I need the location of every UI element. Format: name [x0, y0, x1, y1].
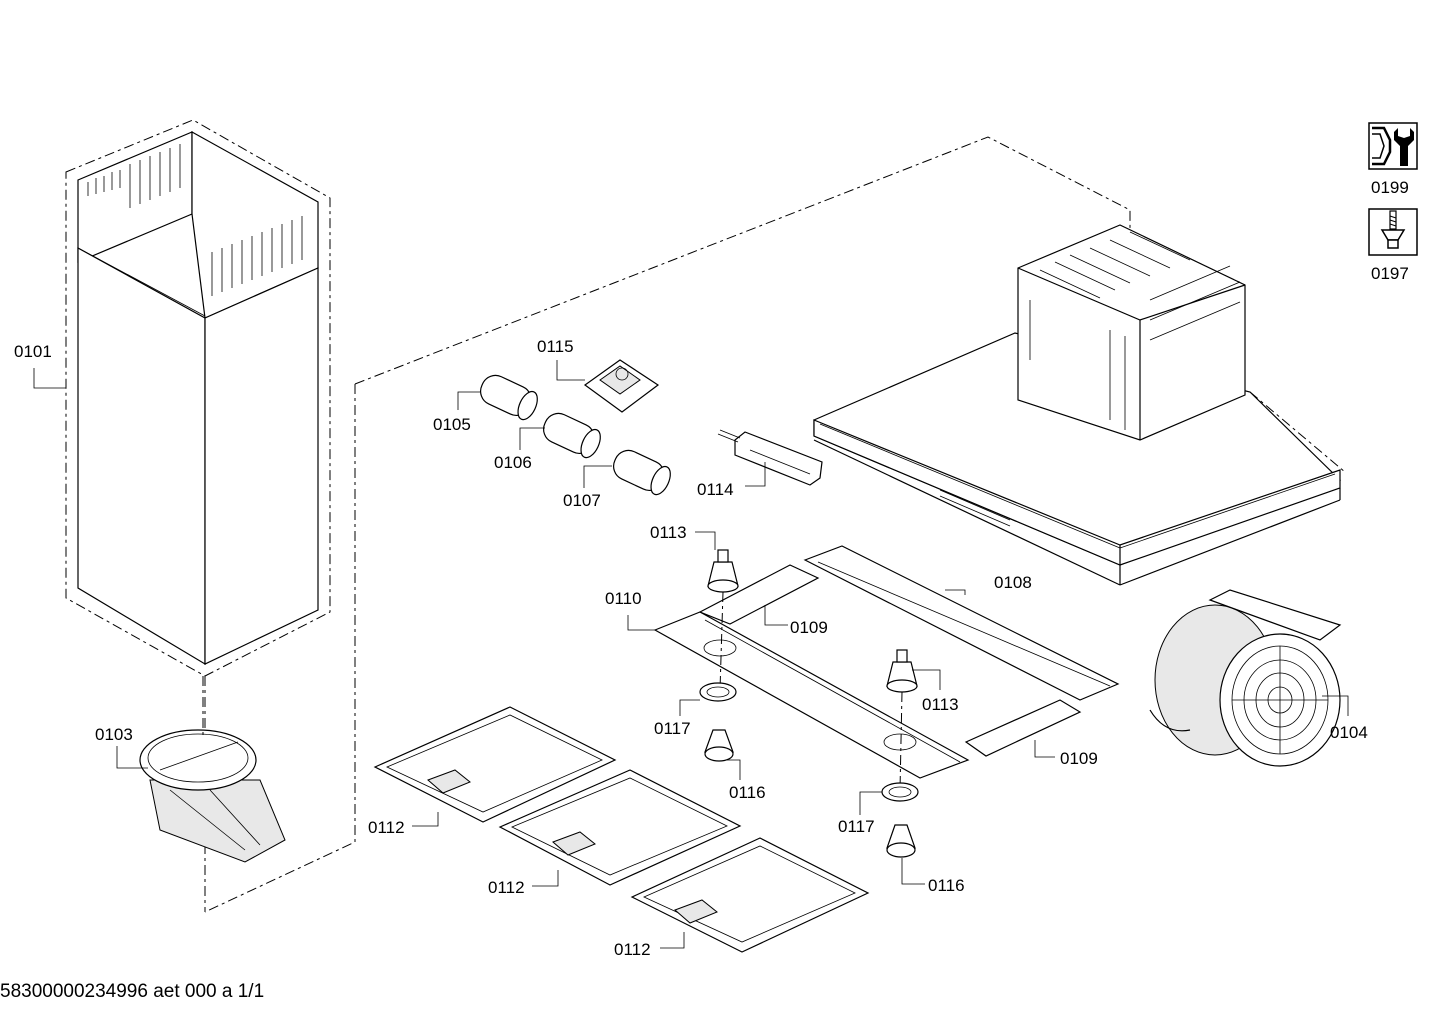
- drawing-code: 58300000234996 aet 000 a 1/1: [0, 981, 265, 1002]
- label-0106[interactable]: 0106: [494, 453, 532, 472]
- capacitor-drawings: [457, 374, 671, 496]
- label-0113-left[interactable]: 0113: [650, 523, 687, 542]
- switch-module-drawing: [717, 429, 823, 487]
- label-0117-right[interactable]: 0117: [838, 817, 875, 836]
- legend-installation-kit[interactable]: [1368, 208, 1418, 256]
- label-0113-right[interactable]: 0113: [922, 695, 959, 714]
- label-0112-first[interactable]: 0112: [368, 818, 405, 837]
- label-0104[interactable]: 0104: [1330, 723, 1368, 742]
- fan-motor-drawing: [1149, 589, 1349, 767]
- hood-group-outline: [354, 136, 1131, 385]
- label-0109-lower[interactable]: 0109: [1060, 749, 1098, 768]
- chimney-cover-drawing: [33, 119, 331, 677]
- screw-anchor-icon: [1368, 208, 1418, 256]
- label-0112-third[interactable]: 0112: [614, 940, 651, 959]
- label-0117-left[interactable]: 0117: [654, 719, 691, 738]
- label-0116-right[interactable]: 0116: [928, 876, 965, 895]
- label-0103[interactable]: 0103: [95, 725, 133, 744]
- wrench-icon: [1368, 122, 1418, 170]
- label-0101[interactable]: 0101: [14, 342, 52, 361]
- label-0115[interactable]: 0115: [537, 337, 574, 356]
- adapter-drawing: [116, 729, 286, 863]
- control-board-drawing: [556, 359, 660, 413]
- label-0112-second[interactable]: 0112: [488, 878, 525, 897]
- hood-canopy-drawing: [813, 224, 1342, 586]
- label-0105[interactable]: 0105: [433, 415, 471, 434]
- label-0110[interactable]: 0110: [605, 589, 642, 608]
- label-0114[interactable]: 0114: [697, 480, 734, 499]
- label-0109-upper[interactable]: 0109: [790, 618, 828, 637]
- label-0116-left[interactable]: 0116: [729, 783, 766, 802]
- grease-filter-drawings: [373, 706, 870, 953]
- label-0107[interactable]: 0107: [563, 491, 601, 510]
- label-0108[interactable]: 0108: [994, 573, 1032, 592]
- lamp-ring-and-bulb-drawings: [679, 682, 925, 885]
- legend-label-0199: 0199: [1371, 178, 1409, 197]
- lamp-holder-drawings: [695, 531, 941, 791]
- legend-label-0197: 0197: [1371, 264, 1409, 283]
- legend-service-tools[interactable]: [1368, 122, 1418, 170]
- panel-drawings: [627, 545, 1120, 779]
